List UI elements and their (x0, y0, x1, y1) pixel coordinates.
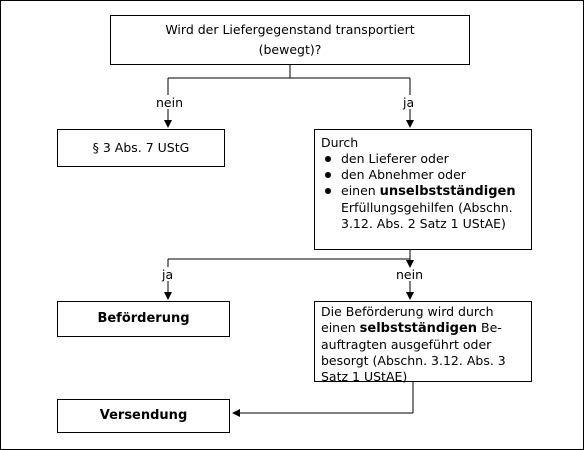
durch-item-gehilfe-bold: unselbstständigen (379, 184, 516, 199)
ustg-box: § 3 Abs. 7 UStG (57, 129, 225, 167)
ustg-text: § 3 Abs. 7 UStG (92, 140, 190, 155)
label-ja-top: ja (403, 95, 415, 110)
question-line-2: (bewegt)? (258, 42, 322, 57)
befoerderung-box: Beförderung (57, 301, 230, 337)
selbst-box: Die Beförderung wird durch einen selbsts… (314, 301, 532, 384)
durch-item-gehilfe-rest: Erfüllungsgehilfen (Abschn. 3.12. Abs. 2… (341, 200, 513, 231)
durch-title: Durch (321, 135, 359, 150)
durch-item-gehilfe-prefix: einen (341, 183, 380, 198)
label-nein-mid: nein (396, 267, 424, 282)
durch-box: Durch den Lieferer oder den Abnehmer ode… (314, 129, 532, 250)
versendung-box: Versendung (57, 399, 230, 433)
durch-item-gehilfe: einen unselbstständigen Erfüllungsgehilf… (321, 183, 525, 232)
label-nein-top: nein (156, 95, 184, 110)
durch-item-lieferer: den Lieferer oder (321, 151, 525, 167)
befoerderung-text: Beförderung (97, 311, 190, 326)
selbst-prefix: Die Beförderung wird durch einen (321, 304, 494, 335)
selbst-rest: Be-auftragten ausgeführt oder besorgt (A… (321, 320, 506, 384)
question-box: Wird der Liefergegenstand transportiert … (110, 15, 470, 65)
durch-item-abnehmer: den Abnehmer oder (321, 167, 525, 183)
selbst-bold: selbstständigen (359, 321, 478, 336)
question-line-1: Wird der Liefergegenstand transportiert (165, 22, 415, 37)
versendung-text: Versendung (99, 408, 188, 423)
durch-list: den Lieferer oder den Abnehmer oder eine… (321, 151, 525, 232)
label-ja-mid: ja (162, 267, 174, 282)
